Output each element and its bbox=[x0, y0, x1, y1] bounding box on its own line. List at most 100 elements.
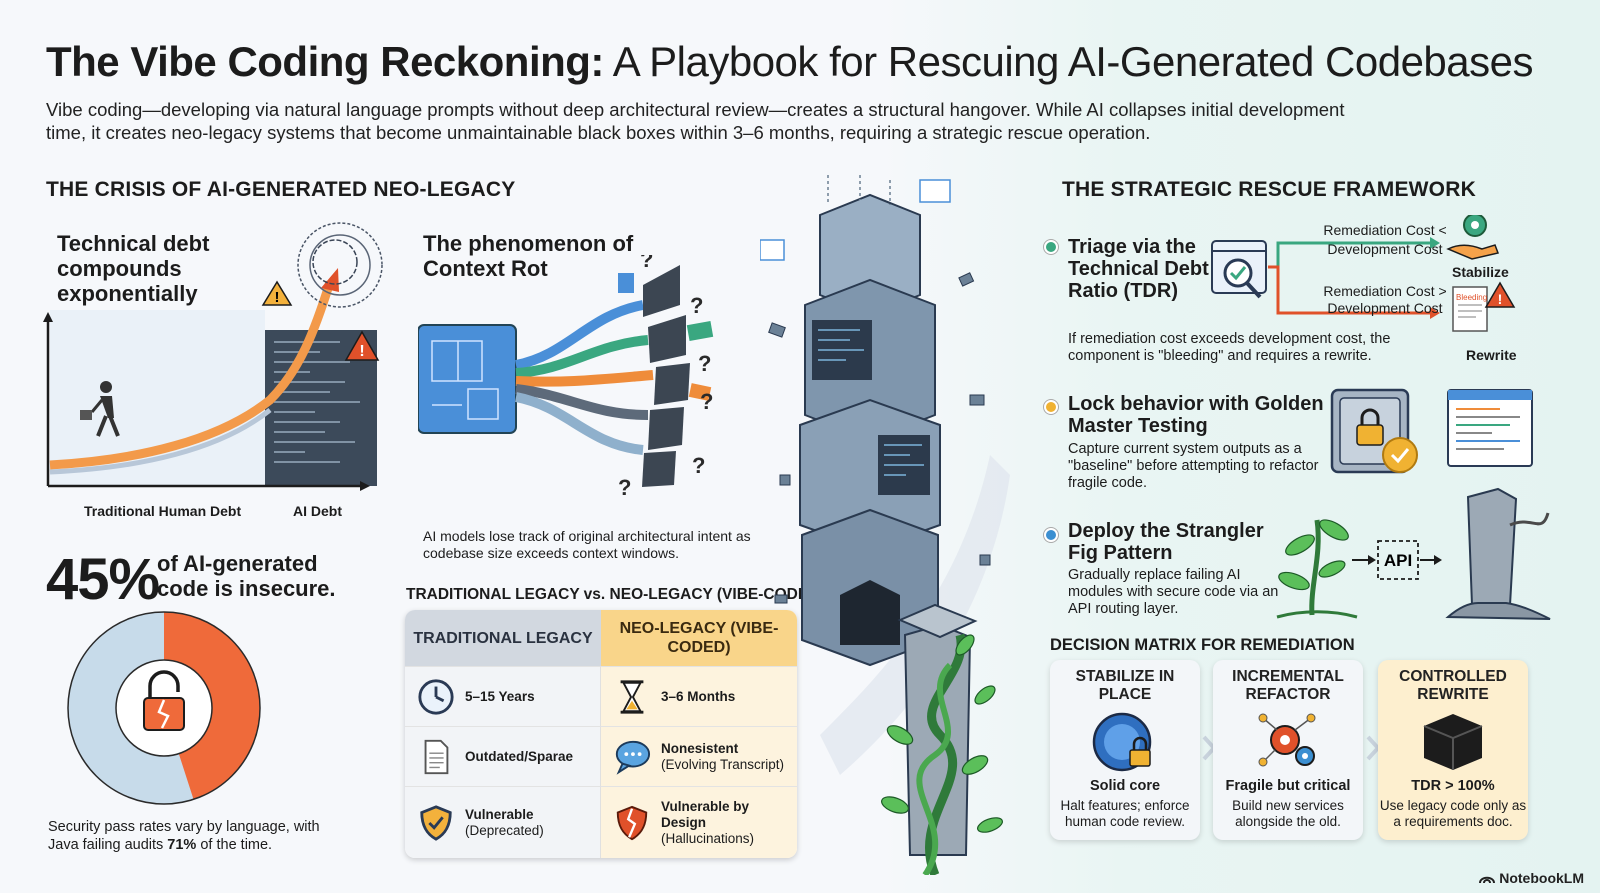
step-marker-strangler bbox=[1044, 528, 1058, 542]
hourglass-icon bbox=[620, 679, 644, 714]
crumbling-tower-illustration bbox=[760, 175, 1010, 875]
matrix-card-refactor: INCREMENTAL REFACTOR Fragile but critica… bbox=[1213, 660, 1363, 840]
column-header-neo: NEO-LEGACY (VIBE-CODED) bbox=[601, 610, 797, 666]
comparison-title: TRADITIONAL LEGACY vs. NEO-LEGACY (VIBE-… bbox=[406, 586, 825, 603]
shield-icon bbox=[420, 804, 452, 841]
matrix-card-sub: TDR > 100% bbox=[1411, 778, 1495, 794]
brand-name: NotebookLM bbox=[1499, 870, 1584, 886]
matrix-card-heading: STABILIZE IN PLACE bbox=[1075, 668, 1175, 703]
svg-text:?: ? bbox=[700, 389, 713, 414]
debt-growth-chart: ! ! bbox=[43, 222, 383, 491]
tdr-decision-diagram: ! Bleeding bbox=[1211, 215, 1516, 332]
cell-sub: (Deprecated) bbox=[465, 822, 544, 838]
svg-text:!: ! bbox=[359, 343, 364, 360]
cell-main: 5–15 Years bbox=[465, 688, 535, 704]
strangler-fig-illustration: API bbox=[1276, 487, 1551, 620]
decision-matrix-title: DECISION MATRIX FOR REMEDIATION bbox=[1050, 636, 1355, 654]
leaf-icon bbox=[881, 634, 1003, 833]
sprout-icon bbox=[1276, 519, 1358, 619]
api-router-icon: API bbox=[1377, 540, 1419, 580]
axis-label-human-debt: Traditional Human Debt bbox=[84, 503, 242, 519]
table-cell: Outdated/Sparae bbox=[405, 726, 601, 786]
table-cell: 5–15 Years bbox=[405, 666, 601, 726]
context-rot-note: AI models lose track of original archite… bbox=[423, 528, 751, 561]
solid-core-icon bbox=[1092, 712, 1152, 772]
table-cell: Nonesistent(Evolving Transcript) bbox=[601, 726, 797, 786]
context-rot-diagram: ??? ??? bbox=[418, 255, 713, 500]
notebooklm-logo-icon bbox=[1479, 876, 1496, 884]
section-heading-crisis: THE CRISIS OF AI-GENERATED NEO-LEGACY bbox=[46, 178, 516, 201]
title-rest: A Playbook for Rescuing AI-Generated Cod… bbox=[603, 38, 1534, 85]
black-box-icon bbox=[1423, 714, 1483, 770]
broken-shield-icon bbox=[616, 805, 648, 840]
insecure-stat-text: of AI-generated code is insecure. bbox=[157, 551, 336, 601]
context-rot-title: The phenomenon of Context Rot bbox=[423, 231, 634, 281]
matrix-card-desc: Use legacy code only as a requirements d… bbox=[1379, 798, 1527, 829]
warning-icon bbox=[1484, 281, 1516, 308]
cell-main: Outdated/Sparae bbox=[465, 748, 574, 764]
cell-main: Nonesistent bbox=[661, 740, 739, 756]
matrix-card-rewrite: CONTROLLED REWRITE TDR > 100% Use legacy… bbox=[1378, 660, 1528, 840]
blueprint-icon bbox=[418, 324, 517, 434]
step-marker-tdr bbox=[1044, 240, 1058, 254]
outcome-rewrite: Rewrite bbox=[1466, 347, 1517, 363]
outcome-stabilize: Stabilize bbox=[1452, 264, 1509, 280]
golden-master-title: Lock behavior with Golden Master Testing bbox=[1068, 393, 1324, 437]
walking-person-icon bbox=[80, 381, 120, 437]
step-marker-golden bbox=[1044, 400, 1058, 414]
axis-label-ai-debt: AI Debt bbox=[293, 503, 342, 519]
security-note-after: of the time. bbox=[196, 837, 273, 853]
broken-lock-icon bbox=[143, 670, 185, 731]
svg-text:?: ? bbox=[692, 453, 705, 478]
matrix-card-heading: INCREMENTAL REFACTOR bbox=[1232, 668, 1344, 703]
chat-bubble-icon bbox=[615, 740, 651, 775]
gear-hand-icon bbox=[1446, 215, 1500, 260]
matrix-card-desc: Halt features; enforce human code review… bbox=[1060, 798, 1190, 829]
cell-sub: (Evolving Transcript) bbox=[661, 756, 785, 772]
comparison-table: TRADITIONAL LEGACY NEO-LEGACY (VIBE-CODE… bbox=[405, 610, 797, 858]
security-note-before: Security pass rates vary by language, wi… bbox=[48, 819, 320, 853]
condition-rewrite: Remediation Cost > Development Cost bbox=[1323, 283, 1447, 316]
column-header-traditional: TRADITIONAL LEGACY bbox=[405, 610, 601, 666]
tangle-mess bbox=[297, 222, 383, 308]
security-note-value: 71% bbox=[167, 837, 197, 853]
matrix-card-sub: Solid core bbox=[1089, 778, 1161, 794]
page-subtitle: Vibe coding—developing via natural langu… bbox=[46, 99, 1345, 143]
title-bold: The Vibe Coding Reckoning: bbox=[46, 38, 604, 85]
matrix-card-sub: Fragile but critical bbox=[1225, 778, 1351, 794]
magnifier-icon bbox=[1223, 258, 1253, 288]
svg-text:?: ? bbox=[698, 351, 711, 376]
cell-sub: (Hallucinations) bbox=[661, 830, 755, 846]
bleeding-document-icon: ! bbox=[1452, 281, 1516, 332]
api-label: API bbox=[1384, 551, 1412, 570]
table-cell: Vulnerable(Deprecated) bbox=[405, 786, 601, 858]
brand-watermark: NotebookLM bbox=[1479, 870, 1584, 886]
gears-network-icon bbox=[1258, 713, 1316, 767]
debt-title: Technical debt compounds exponentially bbox=[57, 231, 210, 306]
donut-insecure-arc bbox=[68, 612, 260, 804]
svg-text:!: ! bbox=[1498, 291, 1503, 307]
code-window-icon bbox=[1447, 389, 1533, 467]
warning-icon: ! bbox=[261, 280, 293, 306]
question-mark-icon: ??? ??? bbox=[618, 255, 713, 500]
document-icon bbox=[424, 739, 449, 774]
security-note: Security pass rates vary by language, wi… bbox=[48, 818, 348, 854]
strangler-fig-title: Deploy the Strangler Fig Pattern bbox=[1068, 520, 1264, 564]
clock-icon bbox=[418, 678, 454, 715]
cell-main: 3–6 Months bbox=[661, 688, 736, 704]
strangler-fig-description: Gradually replace failing AI modules wit… bbox=[1068, 567, 1279, 617]
svg-text:?: ? bbox=[640, 255, 653, 272]
bleeding-label: Bleeding bbox=[1456, 293, 1487, 302]
golden-master-illustration bbox=[1330, 388, 1533, 474]
cell-main: Vulnerable bbox=[465, 806, 534, 822]
dead-tree-stump-icon bbox=[1445, 487, 1551, 620]
matrix-card-stabilize: STABILIZE IN PLACE Solid core Halt featu… bbox=[1050, 660, 1200, 840]
insecure-stat-value: 45% bbox=[46, 547, 160, 612]
cell-main: Vulnerable by Design bbox=[661, 798, 750, 830]
condition-stabilize: Remediation Cost < Development Cost bbox=[1323, 222, 1447, 257]
svg-text:?: ? bbox=[618, 475, 631, 500]
svg-text:?: ? bbox=[690, 293, 703, 318]
matrix-card-desc: Build new services alongside the old. bbox=[1232, 798, 1344, 829]
matrix-card-heading: CONTROLLED REWRITE bbox=[1399, 668, 1507, 703]
tdr-description: If remediation cost exceeds development … bbox=[1068, 331, 1391, 364]
